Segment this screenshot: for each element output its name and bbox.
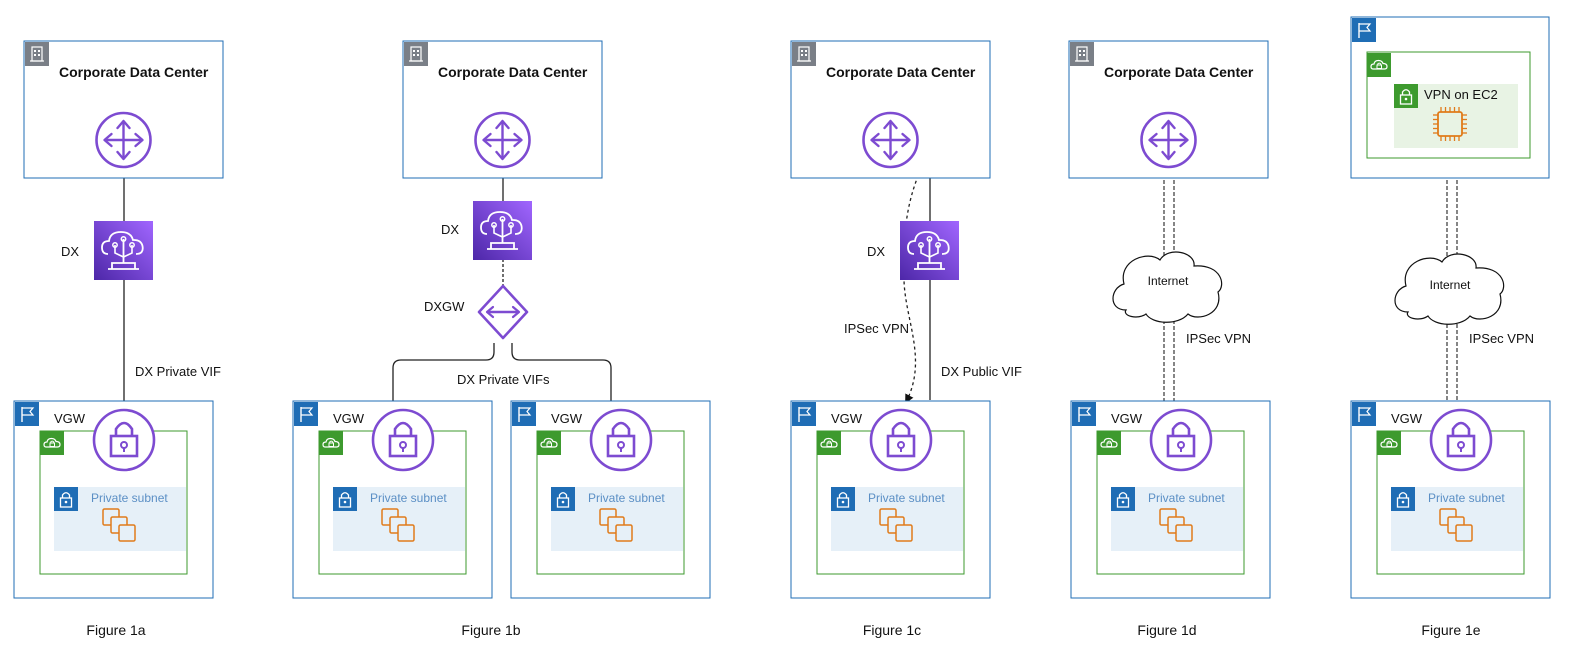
fig1b-left-vpc-cloud-icon — [319, 431, 343, 455]
fig1a-vpc-cloud-icon — [40, 431, 64, 455]
fig1a-private-subnet-label: Private subnet — [91, 491, 168, 505]
fig1a-region-flag-icon — [15, 402, 39, 426]
fig1b-dxgw-icon — [477, 284, 529, 340]
connector-lines — [123, 150, 1458, 410]
fig1d-building-icon — [1070, 42, 1094, 66]
fig1e-subnet-lock-icon — [1391, 487, 1415, 511]
fig1d-private-subnet-label: Private subnet — [1148, 491, 1225, 505]
fig1b-right-ec2-instances-icon — [599, 508, 633, 542]
fig1b-direct-connect-icon — [473, 201, 532, 260]
fig1e-region-flag-icon — [1352, 18, 1376, 42]
fig1e-vgw-lock-icon — [1429, 408, 1493, 472]
fig1b-left-region-flag-icon — [294, 402, 318, 426]
fig1a-ec2-instances-icon — [102, 508, 136, 542]
fig1d-corporate-data-center-title: Corporate Data Center — [1104, 64, 1254, 80]
fig1b-right-region-flag-icon — [512, 402, 536, 426]
fig1c-subnet-lock-icon — [831, 487, 855, 511]
fig1d-vgw-label: VGW — [1111, 411, 1143, 426]
fig1b-left-vgw-label: VGW — [333, 411, 365, 426]
fig1b-right-subnet-lock-icon — [551, 487, 575, 511]
fig1c-dx-public-vif-label: DX Public VIF — [941, 364, 1022, 379]
figure-caption-2: Figure 1b — [461, 622, 520, 638]
fig1c-dx-label: DX — [867, 244, 885, 259]
diagram-boxes — [13, 16, 1551, 599]
fig1b-left-private-subnet-label: Private subnet — [370, 491, 447, 505]
fig1e-ec2-instances-icon — [1439, 508, 1473, 542]
fig1a-dx-private-vif-label: DX Private VIF — [135, 364, 221, 379]
fig1c-building-icon — [792, 42, 816, 66]
fig1c-ipsec-vpn-path — [903, 167, 923, 404]
figure-caption-5: Figure 1e — [1421, 622, 1480, 638]
fig1b-router-icon — [474, 111, 531, 169]
fig1e-ec2-chip-icon — [1433, 107, 1467, 141]
fig1a-router-icon — [95, 111, 152, 169]
fig1e-vpn-on-ec2-label: VPN on EC2 — [1424, 87, 1498, 102]
fig1c-ipsec-vpn-label: IPSec VPN — [844, 321, 909, 336]
fig1b-right-vgw-lock-icon — [589, 408, 653, 472]
fig1a-corporate-data-center-title: Corporate Data Center — [59, 64, 209, 80]
fig1e-private-subnet-label: Private subnet — [1428, 491, 1505, 505]
fig1a-direct-connect-icon — [94, 221, 153, 280]
fig1e-internet-cloud-icon — [1394, 253, 1505, 325]
fig1a-vgw-lock-icon — [92, 408, 156, 472]
fig1a-building-icon — [25, 42, 49, 66]
fig1b-right-vgw-label: VGW — [551, 411, 583, 426]
fig1b-left-ec2-instances-icon — [381, 508, 415, 542]
fig1d-ipsec-vpn-label: IPSec VPN — [1186, 331, 1251, 346]
fig1e-vpc-cloud-icon — [1367, 53, 1391, 77]
fig1e-ipsec-vpn-label: IPSec VPN — [1469, 331, 1534, 346]
fig1b-dx-label: DX — [441, 222, 459, 237]
fig1c-router-icon — [862, 111, 919, 169]
fig1c-vgw-lock-icon — [869, 408, 933, 472]
figure-caption-3: Figure 1c — [863, 622, 921, 638]
fig1a-subnet-lock-icon — [54, 487, 78, 511]
fig1a-vgw-label: VGW — [54, 411, 86, 426]
fig1d-router-icon — [1140, 111, 1197, 169]
fig1b-dxgw-label: DXGW — [424, 299, 465, 314]
fig1c-corporate-data-center-title: Corporate Data Center — [826, 64, 976, 80]
fig1d-internet-cloud-icon — [1112, 251, 1223, 323]
fig1b-left-vgw-lock-icon — [371, 408, 435, 472]
fig1b-corporate-data-center-title: Corporate Data Center — [438, 64, 588, 80]
fig1c-vpc-cloud-icon — [817, 431, 841, 455]
figure-caption-1: Figure 1a — [86, 622, 145, 638]
fig1e-vpc-cloud-icon — [1377, 431, 1401, 455]
fig1b-building-icon — [404, 42, 428, 66]
fig1d-vpc-cloud-icon — [1097, 431, 1121, 455]
fig1d-ec2-instances-icon — [1159, 508, 1193, 542]
fig1b-left-subnet-lock-icon — [333, 487, 357, 511]
fig1e-region-flag-icon — [1352, 402, 1376, 426]
fig1b-link-dxgw-vgw-right — [511, 343, 612, 410]
fig1e-subnet-lock-icon — [1394, 84, 1418, 108]
fig1d-subnet-lock-icon — [1111, 487, 1135, 511]
fig1c-ec2-instances-icon — [879, 508, 913, 542]
fig1b-link-dxgw-vgw-left — [392, 343, 495, 410]
diagram-icons — [15, 18, 1505, 542]
fig1c-region-flag-icon — [792, 402, 816, 426]
fig1c-private-subnet-label: Private subnet — [868, 491, 945, 505]
fig1e-internet-label: Internet — [1430, 278, 1471, 292]
fig1b-right-private-subnet-label: Private subnet — [588, 491, 665, 505]
fig1d-region-flag-icon — [1072, 402, 1096, 426]
fig1b-right-vpc-cloud-icon — [537, 431, 561, 455]
fig1c-direct-connect-icon — [900, 221, 959, 280]
fig1e-vgw-label: VGW — [1391, 411, 1423, 426]
fig1a-dx-label: DX — [61, 244, 79, 259]
figure-caption-4: Figure 1d — [1137, 622, 1196, 638]
fig1d-internet-label: Internet — [1148, 274, 1189, 288]
fig1d-vgw-lock-icon — [1149, 408, 1213, 472]
fig1b-dx-private-vifs-label: DX Private VIFs — [457, 372, 550, 387]
fig1c-vgw-label: VGW — [831, 411, 863, 426]
